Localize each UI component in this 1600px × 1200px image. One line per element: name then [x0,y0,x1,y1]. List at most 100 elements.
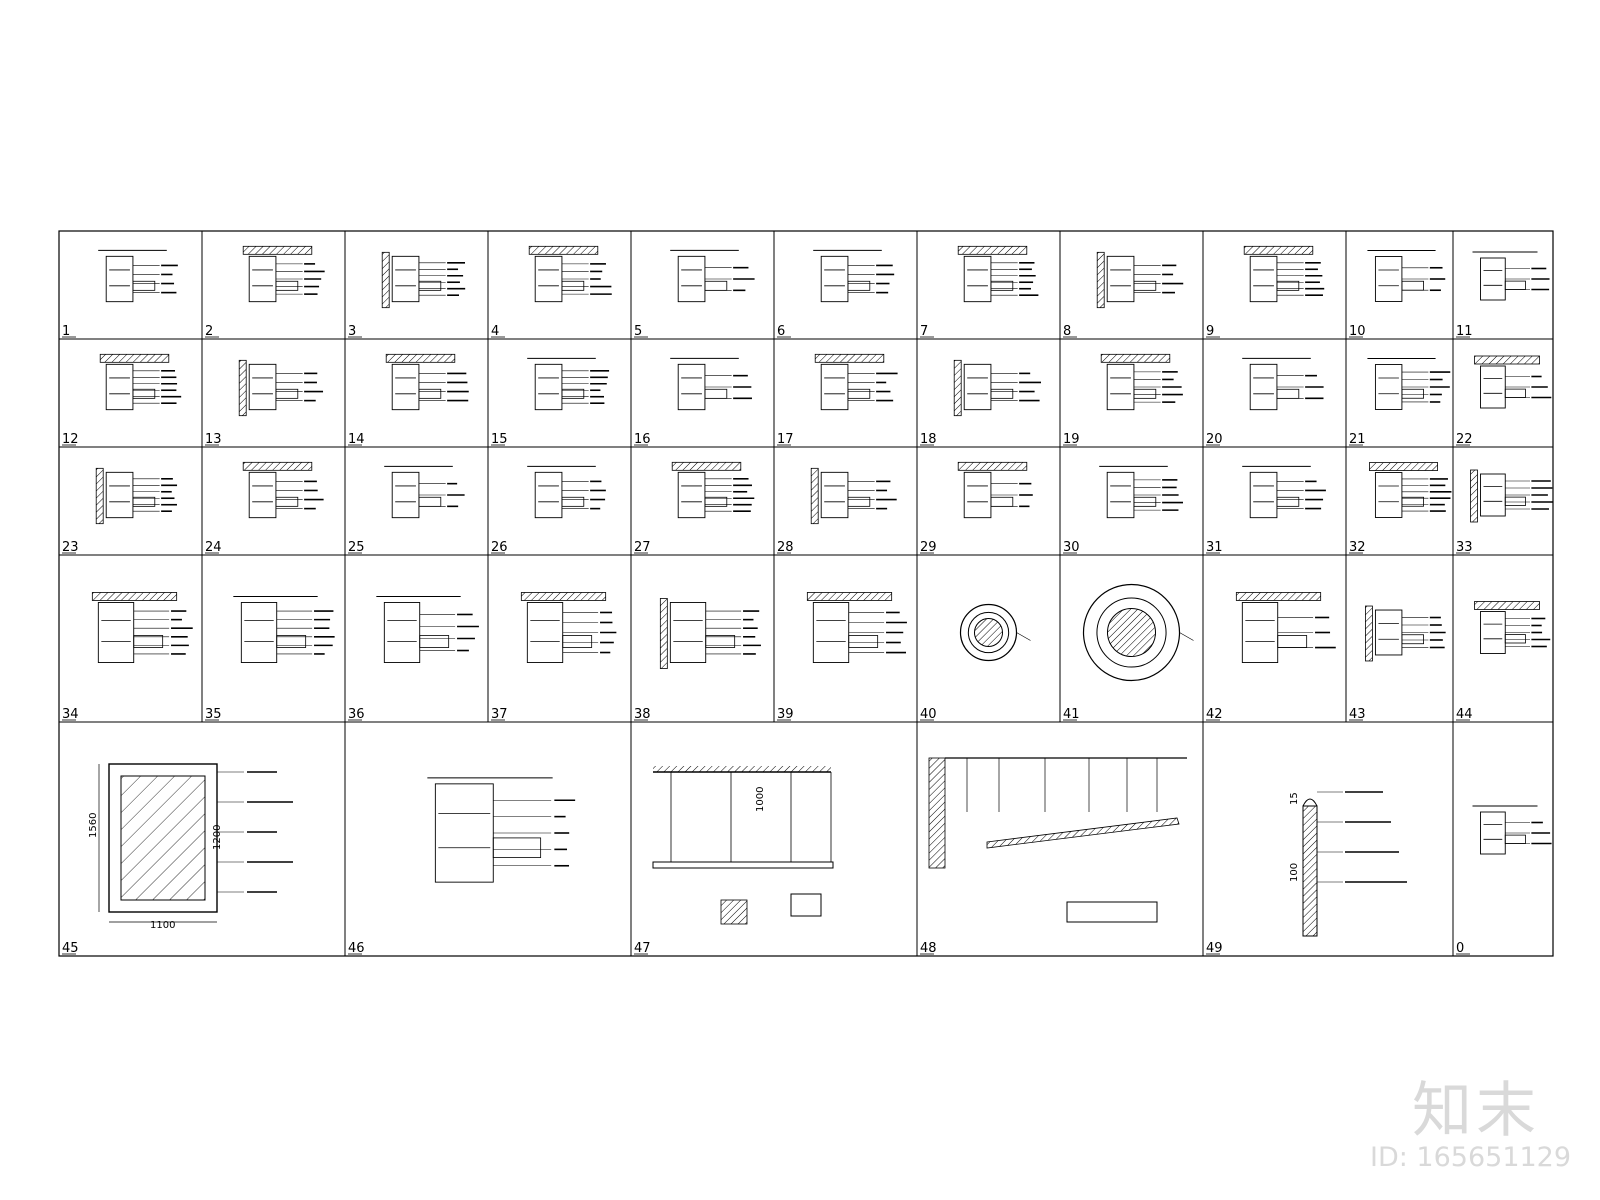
detail-cell-17: 17 [773,338,918,448]
detail-number: 4 [491,324,499,339]
detail-cell-16: 16 [630,338,775,448]
detail-cell-9: 9 [1202,230,1347,340]
detail-cell-30: 30 [1059,446,1204,556]
detail-cell-12: 12 [58,338,203,448]
detail-number: 7 [920,324,928,339]
detail-cell-46: 46 [344,721,632,957]
detail-cell-33: 33 [1452,446,1554,556]
detail-cell-27: 27 [630,446,775,556]
detail-cell-31: 31 [1202,446,1347,556]
detail-number: 2 [205,324,213,339]
detail-cell-10: 10 [1345,230,1454,340]
detail-cell-38: 38 [630,554,775,723]
detail-cell-22: 22 [1452,338,1554,448]
dim-45-height: 1560 [88,813,99,838]
detail-cell-24: 24 [201,446,346,556]
detail-cell-41: 41 [1059,554,1204,723]
detail-cell-13: 13 [201,338,346,448]
detail-number: 42 [1206,707,1223,722]
detail-cell-8: 8 [1059,230,1204,340]
detail-cell-34: 34 [58,554,203,723]
detail-cell-29: 29 [916,446,1061,556]
detail-cell-20: 20 [1202,338,1347,448]
detail-cell-21: 21 [1345,338,1454,448]
detail-number: 38 [634,707,651,722]
detail-cell-43: 43 [1345,554,1454,723]
detail-cell-32: 32 [1345,446,1454,556]
detail-number: 43 [1349,707,1366,722]
detail-cell-6: 6 [773,230,918,340]
dim-49-height: 100 [1289,863,1300,882]
detail-cell-15: 15 [487,338,632,448]
detail-cell-25: 25 [344,446,489,556]
detail-number: 25 [348,540,365,555]
detail-number: 32 [1349,540,1366,555]
watermark-id: ID: 165651129 [1370,1142,1572,1173]
detail-number: 31 [1206,540,1223,555]
detail-number: 26 [491,540,508,555]
detail-cell-0: 0 [1452,721,1554,957]
detail-number: 28 [777,540,794,555]
detail-number: 17 [777,432,794,447]
detail-number: 6 [777,324,785,339]
detail-cell-39: 39 [773,554,918,723]
dim-45-width: 1100 [150,920,175,931]
detail-number: 19 [1063,432,1080,447]
detail-cell-2: 2 [201,230,346,340]
detail-number: 39 [777,707,794,722]
detail-cell-14: 14 [344,338,489,448]
sheet-frame [58,230,1554,957]
detail-number: 46 [348,941,365,956]
detail-number: 27 [634,540,651,555]
detail-number: 18 [920,432,937,447]
detail-number: 0 [1456,941,1464,956]
detail-number: 35 [205,707,222,722]
detail-number: 8 [1063,324,1071,339]
detail-number: 3 [348,324,356,339]
detail-number: 47 [634,941,651,956]
detail-cell-44: 44 [1452,554,1554,723]
detail-cell-19: 19 [1059,338,1204,448]
detail-cell-26: 26 [487,446,632,556]
detail-number: 20 [1206,432,1223,447]
detail-cell-7: 7 [916,230,1061,340]
detail-number: 16 [634,432,651,447]
dim-45-inner: 1200 [212,825,223,850]
detail-number: 23 [62,540,79,555]
detail-number: 5 [634,324,642,339]
detail-number: 11 [1456,324,1473,339]
detail-cell-35: 35 [201,554,346,723]
detail-cell-23: 23 [58,446,203,556]
detail-number: 14 [348,432,365,447]
detail-number: 33 [1456,540,1473,555]
detail-cell-5: 5 [630,230,775,340]
detail-cell-3: 3 [344,230,489,340]
detail-number: 9 [1206,324,1214,339]
detail-number: 15 [491,432,508,447]
detail-number: 13 [205,432,222,447]
detail-cell-37: 37 [487,554,632,723]
detail-cell-45: 45 [58,721,346,957]
detail-number: 21 [1349,432,1366,447]
detail-number: 12 [62,432,79,447]
detail-cell-4: 4 [487,230,632,340]
detail-number: 24 [205,540,222,555]
dim-49-top: 15 [1289,792,1300,805]
detail-cell-18: 18 [916,338,1061,448]
detail-number: 40 [920,707,937,722]
detail-number: 10 [1349,324,1366,339]
detail-number: 37 [491,707,508,722]
detail-number: 22 [1456,432,1473,447]
detail-number: 44 [1456,707,1473,722]
detail-cell-42: 42 [1202,554,1347,723]
detail-number: 48 [920,941,937,956]
detail-number: 1 [62,324,70,339]
detail-cell-40: 40 [916,554,1061,723]
detail-number: 49 [1206,941,1223,956]
detail-number: 30 [1063,540,1080,555]
detail-number: 45 [62,941,79,956]
detail-cell-11: 11 [1452,230,1554,340]
dim-47-drop: 1000 [755,787,766,812]
